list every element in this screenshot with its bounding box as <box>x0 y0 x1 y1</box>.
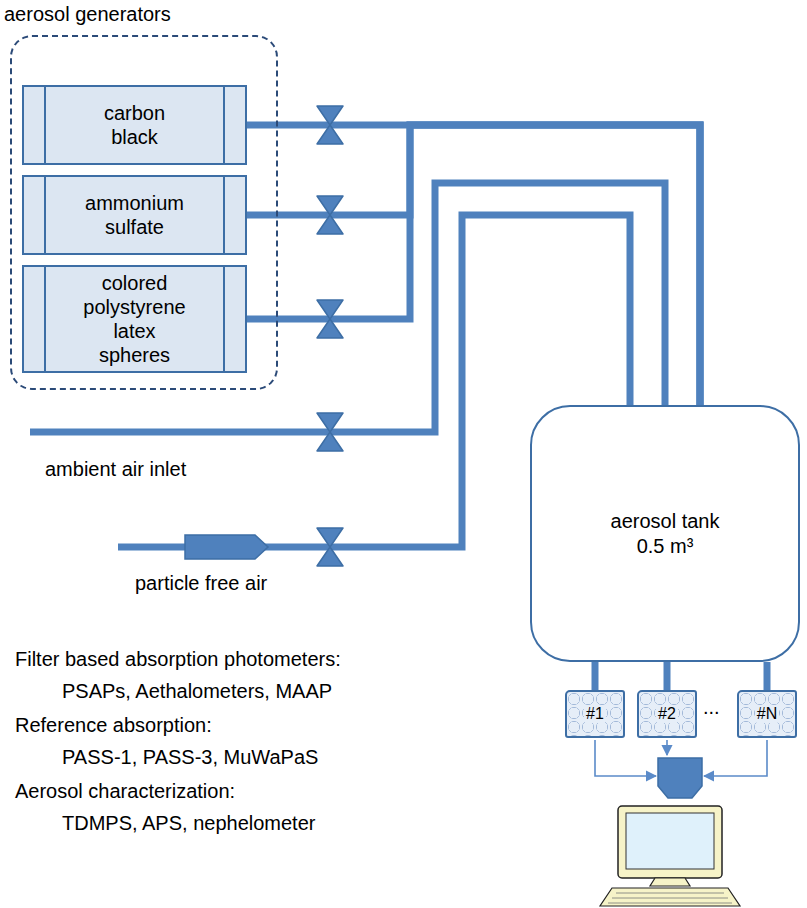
instrument-list-text: Aerosol characterization: <box>15 780 235 803</box>
generator-box: ammonium sulfate <box>22 175 247 255</box>
generator-end-plate <box>44 177 46 253</box>
valve-symbol <box>317 528 343 566</box>
screen <box>626 813 714 869</box>
node-label: #1 <box>584 705 606 723</box>
valve-symbol <box>317 196 343 234</box>
generator-end-plate <box>223 177 225 253</box>
monitor <box>618 806 722 878</box>
keyboard <box>600 888 740 906</box>
valve-symbol <box>317 300 343 338</box>
node-label: 0.5 m³ <box>637 534 694 559</box>
instrument-list-text: Reference absorption: <box>15 714 212 737</box>
generator-end-plate <box>44 87 46 163</box>
instrument-box: #N <box>737 690 797 738</box>
node-label: colored polystyrene latex spheres <box>80 271 190 367</box>
pipe-connector <box>247 125 700 405</box>
signal-line <box>666 740 668 755</box>
generator-box: colored polystyrene latex spheres <box>22 265 247 373</box>
generator-end-plate <box>223 87 225 163</box>
node-label: ammonium sulfate <box>80 191 190 239</box>
instrument-box: #2 <box>637 690 697 738</box>
generator-end-plate <box>44 267 46 371</box>
keyboard-keys <box>608 893 732 903</box>
instrument-box: #1 <box>565 690 625 738</box>
ellipsis: ... <box>703 696 720 719</box>
generator-end-plate <box>223 267 225 371</box>
pipe-connector <box>247 125 700 405</box>
instrument-list-text: TDMPS, APS, nephelometer <box>62 812 315 835</box>
instrument-list-text: PSAPs, Aethalometers, MAAP <box>62 680 332 703</box>
generator-box: carbon black <box>22 85 247 165</box>
generator-group: aerosol generatorscarbon blackammonium s… <box>10 35 278 390</box>
pipe-connector <box>764 662 771 690</box>
group-heading: aerosol generators <box>4 3 171 26</box>
aerosol-tank: aerosol tank0.5 m³ <box>530 405 800 662</box>
instrument-list-text: PASS-1, PASS-3, MuWaPaS <box>62 746 318 769</box>
inlet-label: particle free air <box>135 572 267 595</box>
node-label: #2 <box>656 705 678 723</box>
signal-line <box>704 740 767 776</box>
signal-line <box>595 740 656 776</box>
valve-symbol <box>317 413 343 451</box>
valve-symbol <box>317 106 343 144</box>
pipe-connector <box>592 662 599 690</box>
node-label: #N <box>755 705 779 723</box>
pipe-connector <box>664 662 671 690</box>
node-label: aerosol tank <box>611 509 720 534</box>
computer <box>600 806 740 906</box>
particle-filter <box>185 535 268 559</box>
data-logger <box>658 758 702 798</box>
node-label: carbon black <box>80 101 190 149</box>
pipe-connector <box>247 125 700 405</box>
inlet-label: ambient air inlet <box>45 458 186 481</box>
ambient-air-pipe <box>30 183 665 432</box>
instrument-list-text: Filter based absorption photometers: <box>15 648 341 671</box>
monitor-stand <box>650 878 690 886</box>
